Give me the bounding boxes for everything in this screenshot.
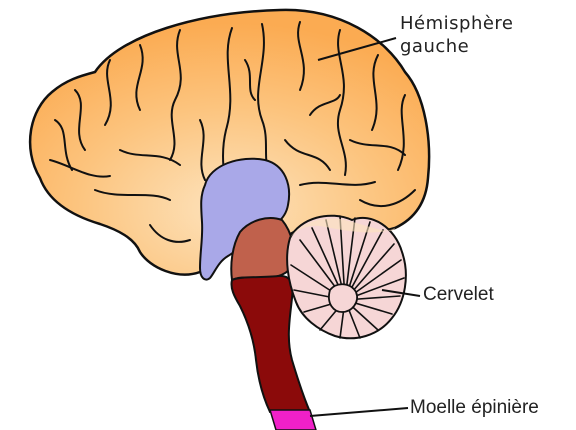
hemisphere-label-line1: Hémisphère [400, 12, 514, 35]
spinal-cord-label: Moelle épinière [410, 396, 539, 421]
cerebellum [287, 216, 406, 339]
spinal-cord [270, 410, 316, 430]
cerebellum-label: Cervelet [423, 283, 494, 308]
spinal-cord-leader-line [310, 408, 408, 416]
hemisphere-label-line2: gauche [400, 35, 514, 58]
hemisphere-label: Hémisphère gauche [400, 12, 514, 59]
